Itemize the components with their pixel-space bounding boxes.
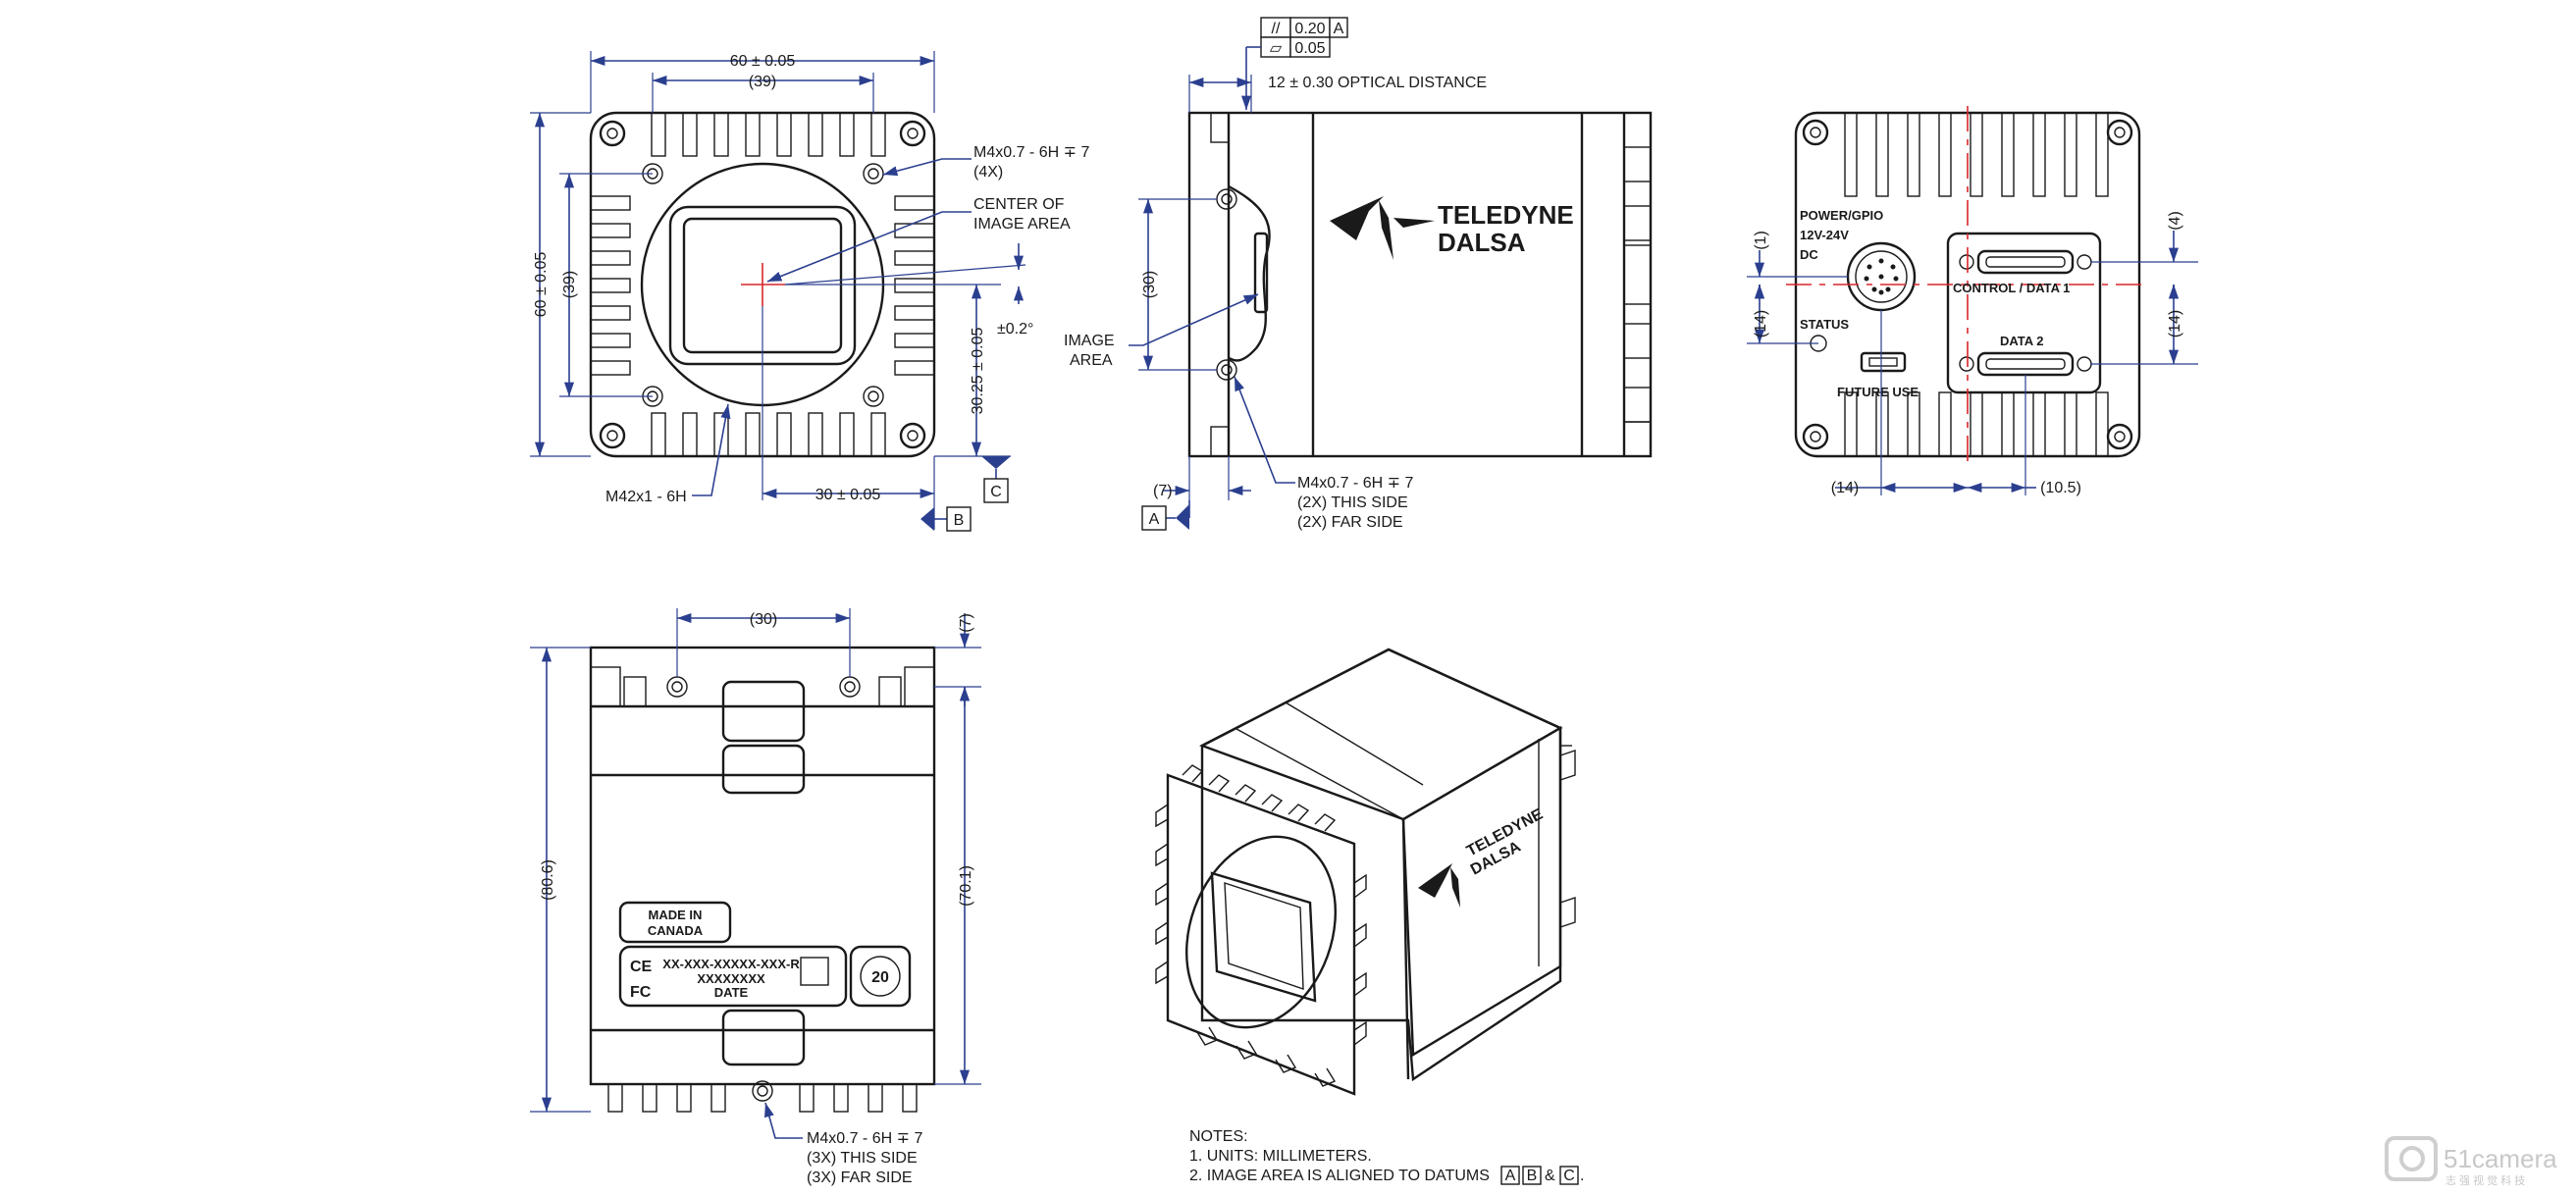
rear-dim-left-top: (1) [1753,231,1769,250]
datum-a-label: A [1149,511,1160,528]
side-hole-note-3: (2X) FAR SIDE [1297,514,1403,531]
svg-text:FC: FC [630,984,652,1001]
side-dim-flange: (7) [1153,483,1173,499]
svg-text:XXXXXXXX: XXXXXXXX [697,971,765,986]
front-lens-mount-note: M42x1 - 6H [605,489,687,505]
bottom-hole-note-2: (3X) THIS SIDE [807,1150,918,1167]
rear-control-label: CONTROL / DATA 1 [1953,281,2070,295]
rear-future-use-port [1860,351,1907,373]
rear-data2-connector [1959,351,2092,377]
front-dim-offset-h: 30 ± 0.05 [815,487,881,503]
rear-view: POWER/GPIO 12V-24V DC STATUS FUTURE USE … [1747,106,2198,496]
rear-status-label: STATUS [1800,317,1849,332]
notes-block: NOTES: 1. UNITS: MILLIMETERS. 2. IMAGE A… [1189,1128,1584,1185]
watermark: 51camera 志 强 视 觉 科 技 [2385,1136,2557,1187]
bottom-made-in-badge [618,901,732,944]
rear-data1-connector [1959,249,2092,275]
bottom-dim-total-length: (80.6) [540,859,556,901]
side-fins [1210,112,1652,457]
front-view: 60 ± 0.05 (39) 60 ± 0.05 (39) 30.25 ± 0.… [530,51,1089,532]
rear-dim-top-right: (4) [2167,211,2183,231]
bottom-hole-note-1: M4x0.7 - 6H ∓ 7 [807,1130,922,1147]
side-hole-note-1: M4x0.7 - 6H ∓ 7 [1297,475,1413,492]
notes-item-2: 2. IMAGE AREA IS ALIGNED TO DATUMS [1189,1168,1490,1184]
bottom-dim-hole-spacing: (30) [750,611,777,628]
iso-view: TELEDYNE DALSA [1155,648,1576,1096]
bottom-fins [590,666,935,1113]
rear-power-label-3: DC [1800,247,1818,262]
notes-amp: & [1545,1168,1555,1184]
svg-text:CANADA: CANADA [648,923,704,938]
side-view: TELEDYNE DALSA // 0.20 A ▱ 0.05 12 ± 0.3… [1064,17,1653,531]
side-optical-distance: 12 ± 0.30 OPTICAL DISTANCE [1268,75,1487,91]
rear-power-label-2: 12V-24V [1800,228,1849,242]
svg-text:TELEDYNE: TELEDYNE [1438,200,1574,230]
side-tolerance-frame: // 0.20 A ▱ 0.05 [1240,17,1348,110]
iso-fins [1155,764,1367,1087]
iso-teledyne-logo: TELEDYNE DALSA [1418,805,1547,908]
notes-period: . [1580,1168,1584,1184]
front-fins [590,112,935,457]
front-dim-hole-spacing-h: (39) [749,74,776,90]
rear-dim-bottom-left: (14) [1831,480,1859,496]
notes-datum-b: B [1527,1168,1538,1184]
notes-item-1: 1. UNITS: MILLIMETERS. [1189,1148,1372,1165]
front-dim-offset-v: 30.25 ± 0.05 [970,327,986,414]
svg-text:A: A [1334,21,1344,37]
bottom-body-outline [589,646,936,1086]
side-image-area-2: AREA [1070,352,1113,369]
svg-text:MADE IN: MADE IN [649,908,703,922]
svg-text:DATE: DATE [714,985,749,1000]
front-dim-width: 60 ± 0.05 [730,53,796,70]
rear-connector-panel [1946,232,2102,394]
rear-dim-left: (14) [1753,310,1769,338]
bottom-rail-bottom [721,1009,806,1066]
bottom-dim-top: (7) [958,613,974,633]
side-hole-note-2: (2X) THIS SIDE [1297,494,1408,511]
svg-text:0.20: 0.20 [1294,21,1325,37]
front-center-note-1: CENTER OF [973,196,1065,213]
rear-future-use-label: FUTURE USE [1837,385,1919,399]
rear-fins [1844,112,2109,457]
front-dim-height: 60 ± 0.05 [533,252,550,318]
bottom-rail-top [721,680,806,743]
notes-heading: NOTES: [1189,1128,1248,1145]
notes-datum-c: C [1563,1168,1575,1184]
svg-text:▱: ▱ [1270,40,1283,57]
rear-dim-bottom-right: (10.5) [2040,480,2081,496]
notes-datum-a: A [1505,1168,1516,1184]
watermark-camera-icon [2385,1136,2438,1181]
svg-text:0.05: 0.05 [1294,40,1325,57]
rear-corner-screws [1802,119,2133,450]
side-image-area-1: IMAGE [1064,333,1115,349]
svg-text:DALSA: DALSA [1438,228,1526,257]
side-teledyne-logo: TELEDYNE DALSA [1330,196,1574,260]
svg-text:20: 20 [871,969,889,986]
watermark-sub: 志 强 视 觉 科 技 [2445,1173,2525,1187]
bottom-hole-note-3: (3X) FAR SIDE [807,1169,913,1186]
rear-power-pins [1864,258,1899,295]
datum-b-label: B [954,512,965,529]
rear-data2-label: DATA 2 [2000,334,2044,348]
datum-c-label: C [990,484,1002,500]
side-dim-hole-spacing: (30) [1141,271,1158,298]
bottom-view: MADE IN CANADA CE FC XX-XXX-XXXXX-XXX-R … [530,608,981,1186]
front-center-note-2: IMAGE AREA [973,216,1071,233]
svg-text://: // [1272,21,1281,37]
front-corner-screws [599,120,926,449]
bottom-product-label [618,945,848,1008]
front-dim-hole-spacing-v: (39) [561,271,578,298]
watermark-brand: 51camera [2444,1144,2557,1173]
rear-power-label-1: POWER/GPIO [1800,208,1883,223]
bottom-dim-body-length: (70.1) [958,865,974,907]
svg-text:CE: CE [630,959,653,975]
side-holes [1216,188,1237,381]
front-angle-note: ±0.2° [997,321,1033,338]
svg-text:XX-XXX-XXXXX-XXX-R: XX-XXX-XXXXX-XXX-R [662,957,800,971]
rohs-badge-icon [860,956,901,997]
front-mount-note-1: M4x0.7 - 6H ∓ 7 [973,144,1089,161]
front-mount-note-2: (4X) [973,164,1003,181]
rear-dim-right: (14) [2167,310,2183,338]
